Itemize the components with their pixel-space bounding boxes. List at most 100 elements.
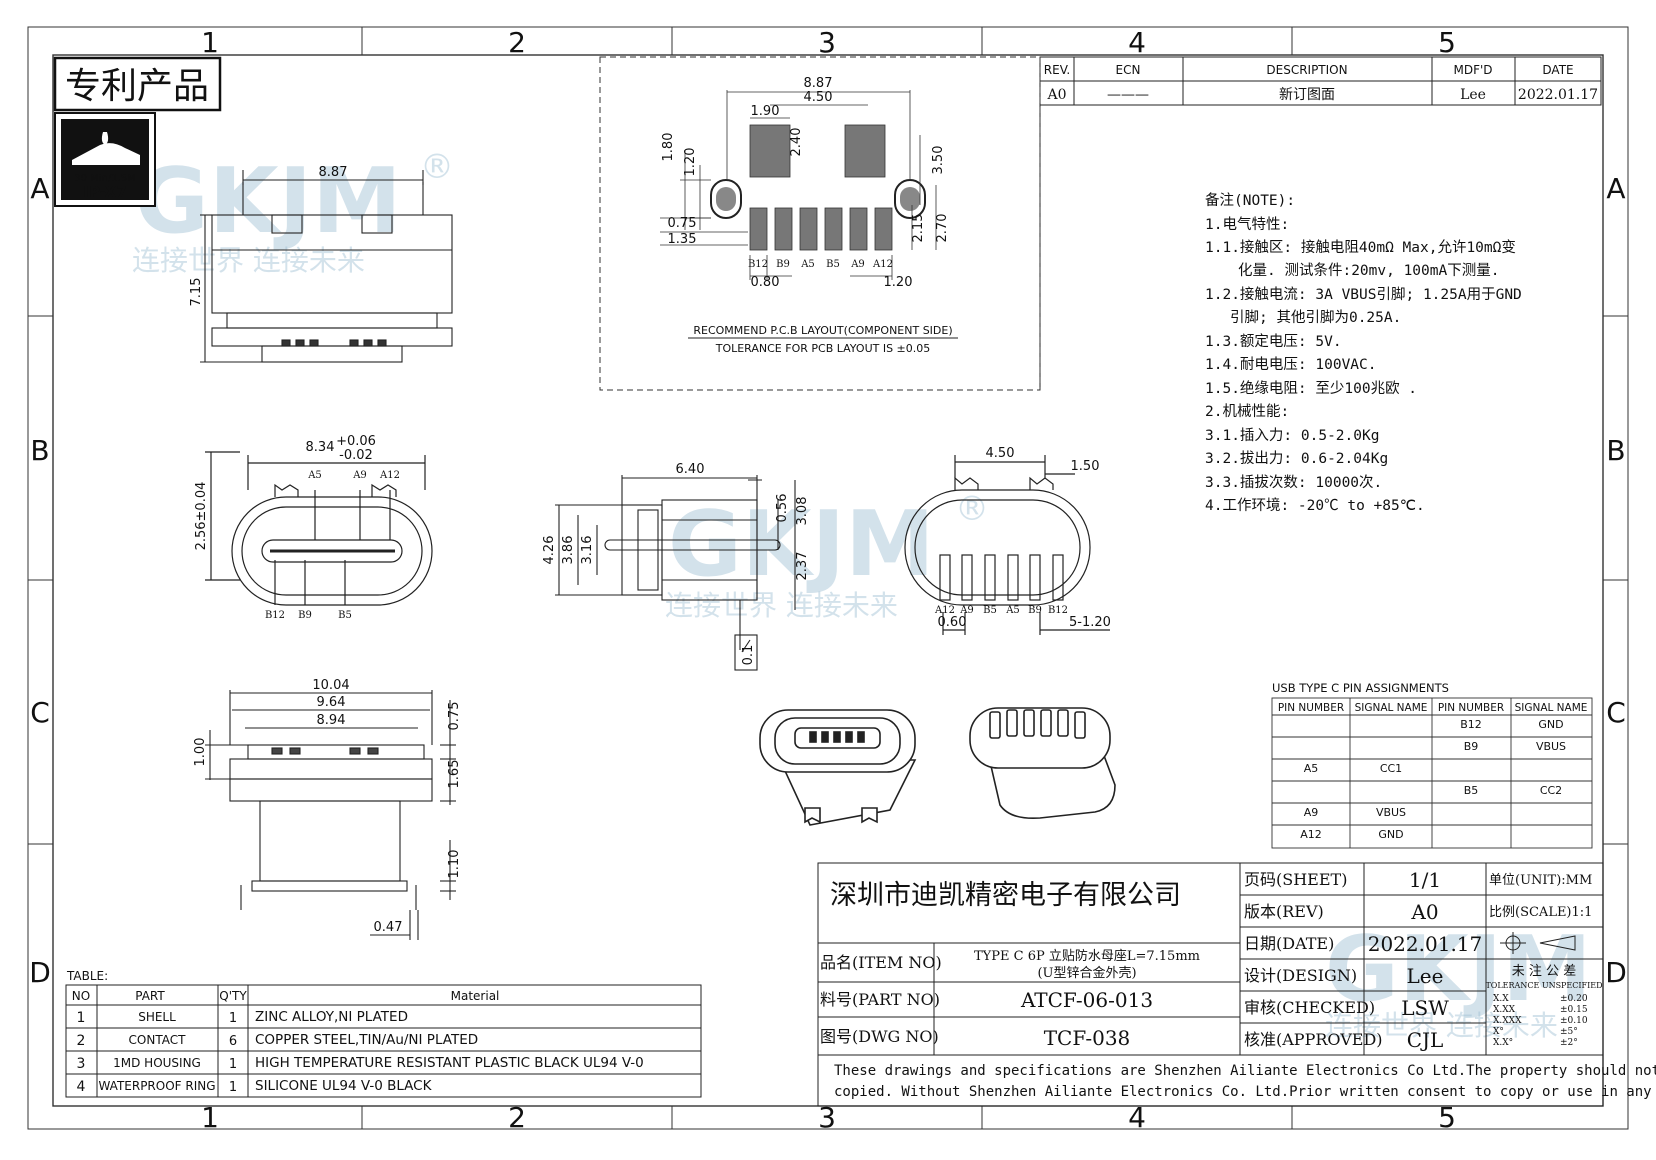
dim-value: 1.00: [193, 738, 208, 767]
design-label: 设计(DESIGN): [1244, 966, 1357, 985]
bottom-view: [205, 690, 456, 940]
bom-qty: 6: [229, 1034, 237, 1049]
row-label: D: [29, 956, 51, 989]
dim-value: 8.94: [317, 713, 346, 728]
svg-text:0.75: 0.75: [668, 216, 697, 231]
svg-text:GKJM: GKJM: [1325, 917, 1592, 1022]
tolerance-value: ±0.20: [1560, 994, 1588, 1004]
col-label: 5: [1438, 1101, 1456, 1134]
bottom-view-width: 10.04: [312, 678, 349, 693]
dim-value: 0.75: [447, 702, 462, 731]
front-view-tol-minus: -0.02: [339, 448, 373, 463]
bom-no: 2: [77, 1033, 86, 1049]
dim-value: 1.10: [447, 850, 462, 879]
pin-table-title: USB TYPE C PIN ASSIGNMENTS: [1272, 681, 1449, 695]
rev-header: REV.: [1044, 63, 1070, 77]
bom-header: NO: [72, 989, 90, 1003]
title-block: [817, 862, 1604, 1107]
pin-table-header: PIN NUMBER: [1438, 702, 1504, 714]
col-label: 2: [508, 26, 526, 59]
tolerance-value: ±5°: [1560, 1027, 1578, 1037]
top-view-height: 7.15: [189, 278, 204, 307]
pin-table-cell: GND: [1378, 828, 1403, 841]
pin-table-cell: CC1: [1380, 762, 1402, 775]
rev-value: A0: [1046, 87, 1066, 103]
svg-text:2.15: 2.15: [911, 214, 926, 243]
svg-text:3.3.插拔次数: 10000次.: 3.3.插拔次数: 10000次.: [1205, 474, 1382, 491]
dim-value: 4.26: [542, 536, 557, 565]
pin-table-cell: A9: [1304, 806, 1319, 819]
svg-text:A12: A12: [872, 259, 893, 270]
svg-text:1.5.绝缘电阻: 至少100兆欧 .: 1.5.绝缘电阻: 至少100兆欧 .: [1205, 380, 1417, 397]
rev-value: A0: [1410, 900, 1438, 924]
bom-part: SHELL: [138, 1010, 176, 1024]
part-number: ATCF-06-013: [1020, 988, 1153, 1012]
pcb-caption-2: TOLERANCE FOR PCB LAYOUT IS ±0.05: [715, 342, 931, 355]
col-label: 3: [818, 26, 836, 59]
company-name: 深圳市迪凯精密电子有限公司: [830, 880, 1181, 911]
unit-label: 单位(UNIT):MM: [1489, 873, 1592, 888]
svg-text:连接世界 连接未来: 连接世界 连接未来: [132, 244, 365, 277]
svg-text:1.2.接触电流: 3A VBUS引脚; 1.25A用于GN: 1.2.接触电流: 3A VBUS引脚; 1.25A用于GND: [1205, 286, 1522, 303]
tolerance-value: ±2°: [1560, 1038, 1578, 1048]
svg-text:1.4.耐电电压: 100VAC.: 1.4.耐电电压: 100VAC.: [1205, 356, 1377, 373]
col-label: 2: [508, 1101, 526, 1134]
approved-label: 核准(APPROVED): [1244, 1030, 1383, 1049]
pin-label: A12: [379, 470, 400, 481]
bom-qty: 1: [229, 1080, 237, 1095]
bom-part: WATERPROOF RING: [98, 1079, 215, 1093]
dim-value: 3.08: [795, 497, 810, 526]
sheet-label: 页码(SHEET): [1244, 870, 1347, 889]
top-view: [200, 170, 453, 363]
footer-line-2: copied. Without Shenzhen Ailiante Electr…: [834, 1084, 1656, 1100]
row-label: C: [1606, 696, 1626, 729]
dim-value: 3.16: [580, 536, 595, 565]
dim-value: 1.50: [1071, 459, 1100, 474]
item-value-1: TYPE C 6P 立贴防水母座L=7.15mm: [974, 948, 1200, 964]
dim-value: 3.86: [561, 536, 576, 565]
side-view-length: 6.40: [676, 462, 705, 477]
dim-value: 0.60: [938, 615, 967, 630]
pcb-pad: [824, 207, 843, 251]
dwg-label: 图号(DWG NO): [820, 1027, 939, 1046]
pin-label: B12: [1048, 605, 1068, 616]
row-label: B: [1606, 434, 1625, 467]
row-label: A: [30, 172, 49, 205]
svg-text:A9: A9: [850, 259, 865, 270]
pin-label: A5: [307, 470, 322, 481]
pin-table-cell: A12: [1300, 828, 1322, 841]
pcb-pad: [749, 124, 791, 178]
front-view-height: 2.56±0.04: [194, 482, 209, 551]
pcb-pad: [844, 124, 886, 178]
pin-table-header: SIGNAL NAME: [1515, 702, 1588, 714]
col-label: 1: [201, 1101, 219, 1134]
item-value-2: (U型锌合金外壳): [1037, 965, 1136, 981]
svg-text:®: ®: [420, 147, 454, 187]
pcb-pad: [799, 207, 818, 251]
pin-table-header: PIN NUMBER: [1278, 702, 1344, 714]
bom-no: 4: [77, 1079, 86, 1095]
watermark-top: GKJM ® 连接世界 连接未来: [132, 147, 454, 277]
pin-label: B12: [265, 610, 285, 621]
top-view-width: 8.87: [319, 165, 348, 180]
pin-label: A5: [1005, 605, 1020, 616]
svg-text:1.电气特性:: 1.电气特性:: [1205, 216, 1289, 233]
col-label: 5: [1438, 26, 1456, 59]
pcb-layout-view: 8.87 4.50 1.90 1.80 1.20 2.40 3.50 0.75 …: [599, 56, 1041, 391]
svg-text:0.80: 0.80: [751, 275, 780, 290]
pin-table-cell: VBUS: [1376, 806, 1406, 819]
bom-qty: 1: [229, 1057, 237, 1072]
svg-text:3.1.插入力: 0.5-2.0Kg: 3.1.插入力: 0.5-2.0Kg: [1205, 427, 1379, 444]
bom-title: TABLE:: [66, 969, 108, 983]
svg-text:1.35: 1.35: [668, 232, 697, 247]
dim-value: 1.65: [447, 760, 462, 789]
dim-value: 5-1.20: [1069, 615, 1111, 630]
pin-table-cell: A5: [1304, 762, 1319, 775]
pin-label: B9: [298, 610, 312, 621]
bom-no: 3: [77, 1056, 86, 1072]
pin-label: B5: [983, 605, 997, 616]
footer-line-1: These drawings and specifications are Sh…: [834, 1063, 1656, 1079]
svg-text:连接世界 连接未来: 连接世界 连接未来: [665, 589, 898, 622]
svg-text:1.20: 1.20: [683, 148, 698, 177]
